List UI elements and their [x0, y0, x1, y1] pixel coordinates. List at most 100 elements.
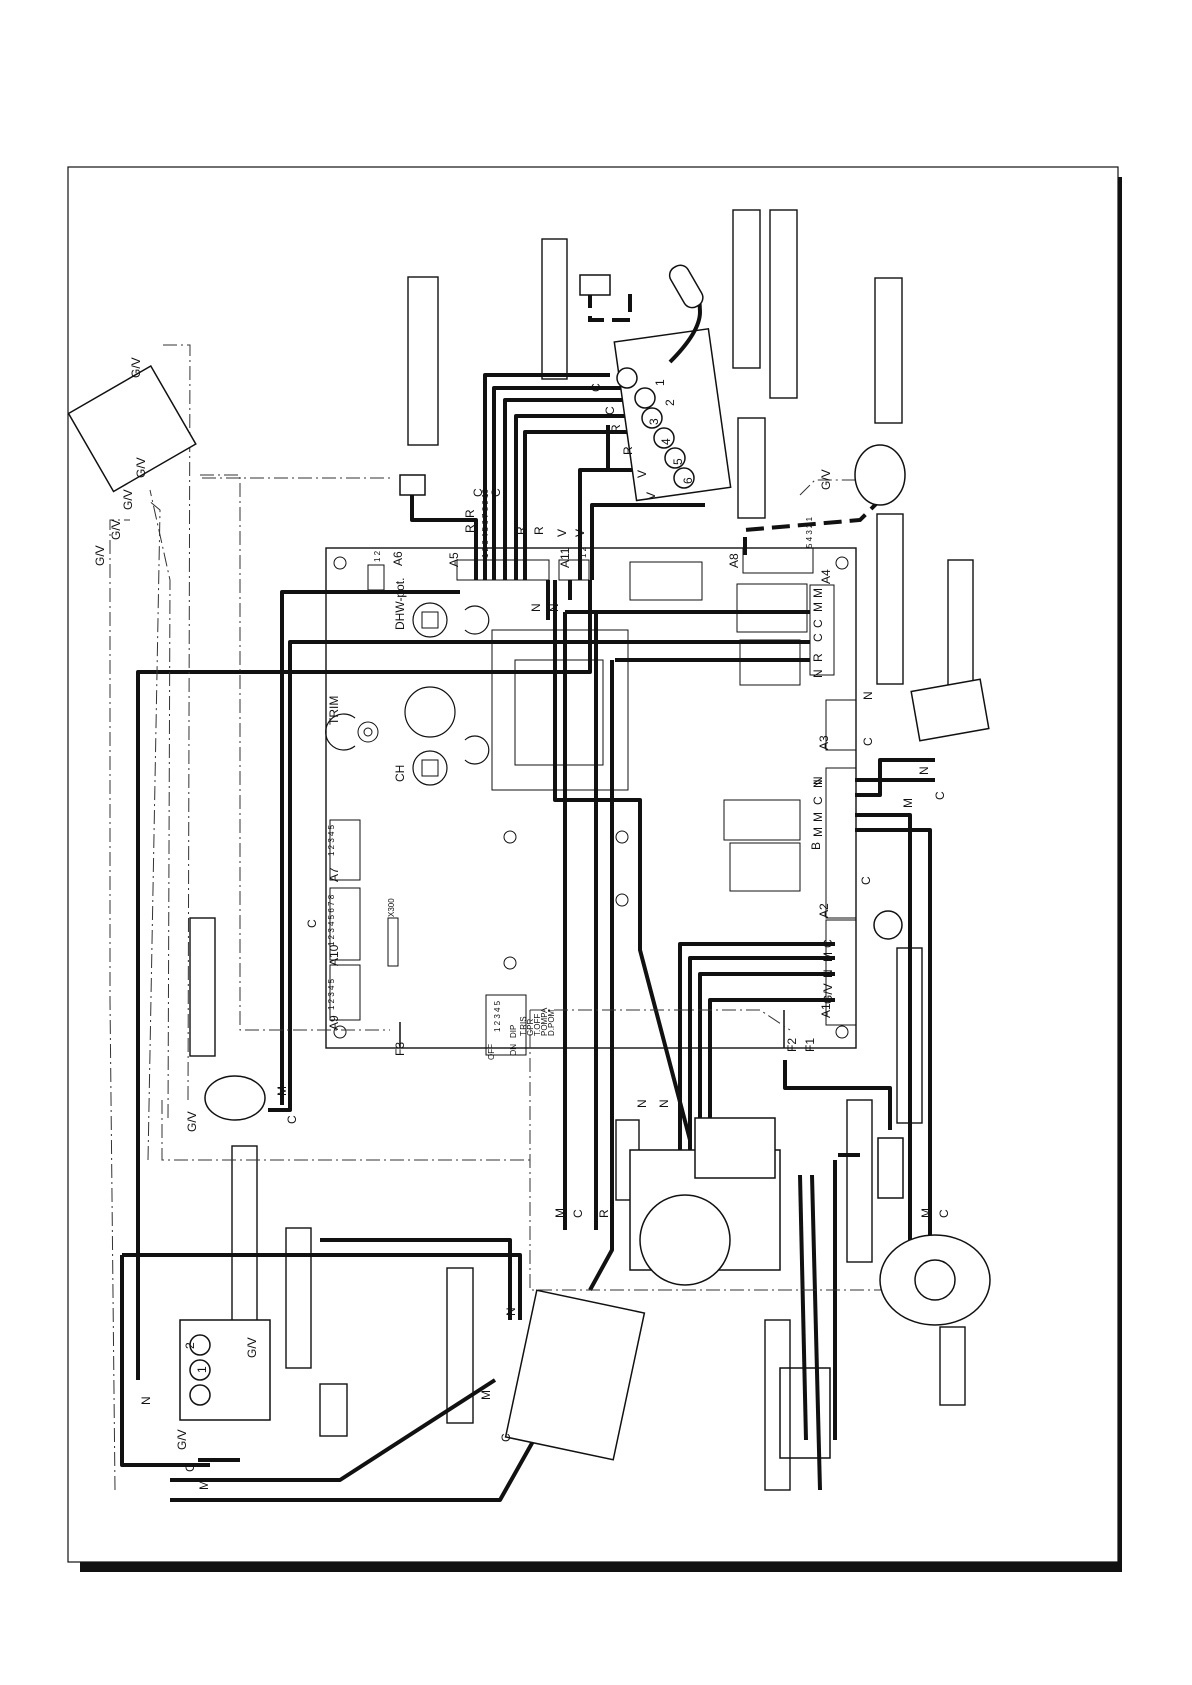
a1-label: A1: [819, 1003, 833, 1018]
fuse-f3-label: F3: [393, 1042, 407, 1056]
wire-labels: N R C C M M N R R C C R R N N V V N C C …: [93, 357, 951, 1490]
x300-label: X300: [387, 898, 396, 917]
main-2: 2: [183, 1342, 197, 1349]
a5-n1: N: [529, 603, 543, 612]
a5-label: A5: [447, 552, 461, 567]
gv-pump: G/V: [185, 1111, 199, 1132]
ntc-c2: C: [603, 406, 617, 415]
mcr-r: R: [597, 1209, 611, 1218]
a5-r4: R: [532, 526, 546, 535]
gv-4: G/V: [129, 357, 143, 378]
a4-c2: C: [811, 619, 825, 628]
dip-opt5: D.POM: [547, 1009, 556, 1036]
a1-m: M: [821, 952, 835, 962]
main-c: C: [183, 1463, 197, 1472]
a4-m1: M: [811, 602, 825, 612]
switch-m: M: [901, 798, 915, 808]
a10-pins: 1 2 3 4 5 6 7 8: [327, 894, 336, 946]
dip-on: ON: [509, 1044, 518, 1056]
a11-pins: 1 2: [579, 546, 588, 558]
dip-nums: 1 2 3 4 5: [493, 1000, 502, 1032]
a5-n2: N: [547, 603, 561, 612]
a2-b: B: [809, 842, 823, 850]
a5-c1: C: [471, 488, 485, 497]
dip-switch: OFF ON 1 2 3 4 5 DIP T.RIS GPR T.OFF POM…: [487, 1000, 556, 1060]
a3-n: N: [811, 776, 825, 785]
tr-c: C: [499, 1433, 513, 1442]
dip-opt2: GPR: [526, 1018, 535, 1036]
gasvalve-n1: N: [635, 1099, 649, 1108]
term-2: 2: [663, 399, 677, 406]
a10-c: C: [305, 919, 319, 928]
pump-m: M: [275, 1086, 289, 1096]
ntc-v2: V: [644, 492, 658, 500]
gv-main: G/V: [175, 1429, 189, 1450]
mcr-m: M: [553, 1208, 567, 1218]
dhw-pot-label: DHW-pot.: [393, 578, 407, 630]
fan-m: M: [919, 1208, 933, 1218]
a9-pins: 1 2 3 4 5: [327, 978, 336, 1010]
a3-label: A3: [817, 735, 831, 750]
a4-n: N: [811, 669, 825, 678]
a11-label: A11: [558, 547, 572, 568]
gasvalve-n2: N: [657, 1099, 671, 1108]
terminal-block-top: [613, 264, 732, 502]
a2-m1: M: [811, 812, 825, 822]
switch-n: N: [917, 766, 931, 775]
dip-opt4: POMPA: [540, 1007, 549, 1036]
a3-c: C: [861, 737, 875, 746]
a2-n: N: [811, 779, 825, 788]
term-4: 4: [659, 438, 673, 445]
legend-boxes: [189, 209, 974, 1491]
a5-c2: C: [489, 488, 503, 497]
ntc-c1: C: [589, 383, 603, 392]
main-m: M: [197, 1480, 211, 1490]
term-3: 3: [647, 418, 661, 425]
a4-r: R: [811, 653, 825, 662]
pump-c: C: [285, 1115, 299, 1124]
a4-n2: N: [861, 691, 875, 700]
fuse-f2-label: F2: [785, 1038, 799, 1052]
ntc-v1: V: [635, 470, 649, 478]
a2-c2: C: [859, 876, 873, 885]
a5-r2: R: [463, 509, 477, 518]
a11-v1: V: [555, 529, 569, 537]
a5-r3: R: [514, 526, 528, 535]
dip-title: DIP: [509, 1025, 518, 1038]
fuse-f1-label: F1: [803, 1038, 817, 1052]
a5-r1: R: [463, 524, 477, 533]
main-1: 1: [195, 1366, 209, 1373]
a4-label: A4: [819, 569, 833, 584]
tr-m: M: [479, 1390, 493, 1400]
earth-lines: [109, 344, 900, 1491]
gv-2: G/V: [121, 489, 135, 510]
tr-n: N: [504, 1307, 518, 1316]
mcr-c: C: [571, 1209, 585, 1218]
gv-1: G/V: [109, 519, 123, 540]
a1-c: C: [821, 939, 835, 948]
components: [67, 274, 991, 1461]
ntc-r1: R: [609, 424, 623, 433]
trim-label: TRIM: [327, 696, 341, 725]
term-6: 6: [681, 477, 695, 484]
ch-label: CH: [393, 765, 407, 782]
gv-3: G/V: [134, 457, 148, 478]
ntc-r2: R: [621, 446, 635, 455]
a10-label: A10: [327, 944, 341, 966]
gv-main2: G/V: [245, 1337, 259, 1358]
a2-c1: C: [811, 796, 825, 805]
wires: [120, 373, 935, 1502]
gv-top: G/V: [93, 545, 107, 566]
a4-m2: M: [811, 588, 825, 598]
dip-opt3: T.OFF: [533, 1014, 542, 1036]
sensor-cables: [588, 290, 882, 555]
a8-label: A8: [727, 553, 741, 568]
switch-c: C: [933, 791, 947, 800]
gv-5: G/V: [819, 469, 833, 490]
a1-gv: G/V: [821, 983, 835, 1004]
a2-m2: M: [811, 827, 825, 837]
a7-pins: 1 2 3 4 5: [327, 824, 336, 856]
a8-pins: 5 4 3 2 1: [805, 516, 814, 548]
fan-c: C: [937, 1209, 951, 1218]
